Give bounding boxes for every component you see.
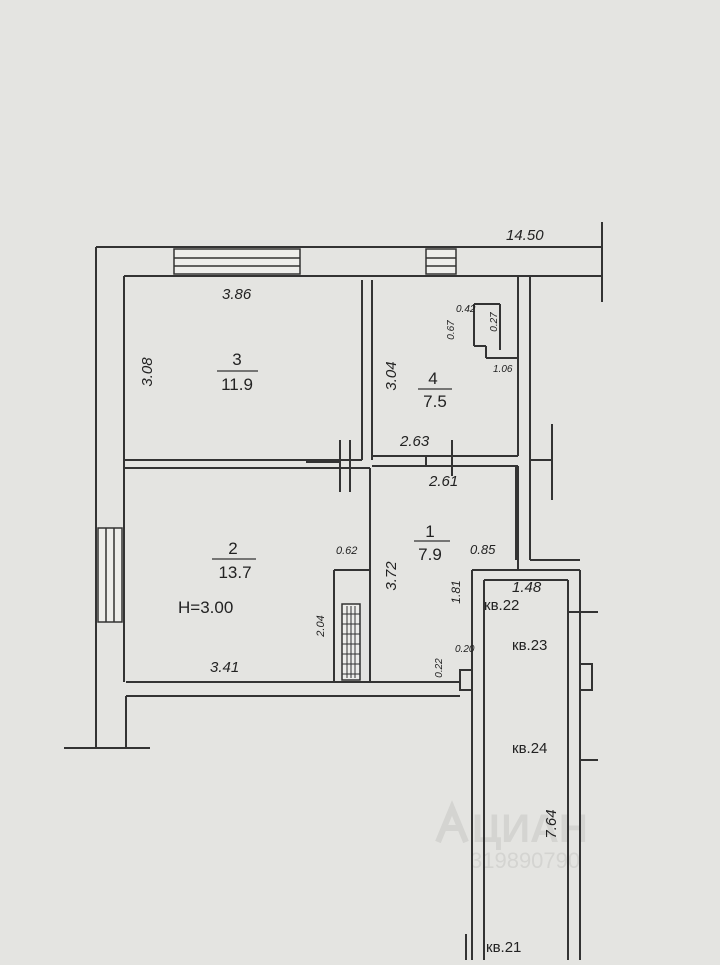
watermark-id: 319890790: [470, 848, 580, 873]
watermark-logo-icon: [435, 800, 469, 844]
window-room-4: [425, 248, 457, 275]
niche-depth: 0.67: [446, 320, 457, 340]
room-1-depth: 3.72: [383, 561, 400, 591]
corridor-width: 1.48: [512, 579, 542, 596]
niche-width: 0.42: [456, 304, 476, 315]
room-2-number: 2: [228, 539, 237, 558]
window-room-2: [97, 527, 123, 623]
room-4-area: 7.5: [423, 392, 447, 411]
windows: [97, 248, 457, 623]
window-room-3: [173, 248, 301, 275]
overall-dimension: 14.50: [506, 227, 544, 244]
wall-thickness-a: 0.20: [455, 644, 475, 655]
room-2: 2 13.7 H=3.00 0.62 2.04 3.41: [178, 539, 357, 676]
room-2-area: 13.7: [218, 563, 251, 582]
corridor: 1.48 кв.22 кв.23 кв.24 7.64 кв.21: [484, 579, 560, 956]
room-1-side: 1.81: [449, 580, 463, 603]
room-1-area: 7.9: [418, 545, 442, 564]
room-4-depth: 3.04: [383, 361, 400, 390]
niche-step: 0.27: [489, 312, 500, 332]
room-1-offset: 0.85: [470, 542, 496, 557]
outer-walls: [64, 222, 603, 749]
neighbor-label-24: кв.24: [512, 740, 547, 757]
room-1: 2.61 1 7.9 0.85 3.72 1.81 0.20 0.22: [383, 473, 496, 678]
watermark-brand: ЦИАН: [472, 807, 588, 851]
neighbor-label-22: кв.22: [484, 597, 519, 614]
room-3: 3.86 3.08 3 11.9: [139, 286, 258, 394]
wall-thickness-b: 0.22: [434, 658, 445, 678]
room-4-width: 2.63: [399, 433, 430, 450]
room-3-depth: 3.08: [139, 357, 156, 387]
ventilation-shaft: [341, 603, 361, 681]
room-3-area: 11.9: [221, 375, 253, 394]
corridor-length: 7.64: [543, 809, 560, 838]
room-1-number: 1: [425, 522, 434, 541]
room-3-width: 3.86: [222, 286, 252, 303]
room-3-number: 3: [232, 350, 241, 369]
neighbor-label-21: кв.21: [486, 939, 521, 956]
shaft-width: 0.62: [336, 545, 357, 557]
room-2-depth: 2.04: [315, 615, 327, 637]
room-4-number: 4: [428, 369, 437, 388]
corridor-walls: [459, 569, 598, 960]
ceiling-height: H=3.00: [178, 598, 233, 617]
neighbor-label-23: кв.23: [512, 637, 547, 654]
interior-walls: [124, 280, 553, 682]
room-1-width: 2.61: [428, 473, 458, 490]
niche-length: 1.06: [493, 364, 513, 375]
room-2-width: 3.41: [210, 659, 239, 676]
room-4: 0.42 0.67 0.27 1.06 3.04 4 7.5 2.63: [383, 304, 513, 450]
